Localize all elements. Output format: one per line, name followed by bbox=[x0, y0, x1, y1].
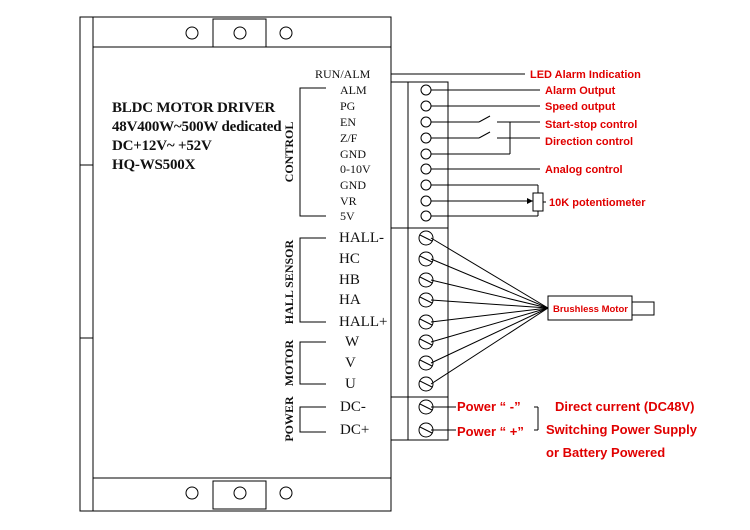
terminal-screw-icon bbox=[418, 399, 434, 415]
terminal-block bbox=[391, 81, 449, 441]
terminal-screw-icon bbox=[418, 230, 434, 246]
pin-label: HA bbox=[339, 292, 361, 308]
mount-hole-icon bbox=[279, 486, 293, 500]
terminal-screw-icon bbox=[420, 179, 432, 191]
terminal-screw-icon bbox=[418, 251, 434, 267]
external-wiring bbox=[391, 73, 549, 431]
terminal-screw-icon bbox=[420, 132, 432, 144]
title-line: 48V400W~500W dedicated bbox=[112, 119, 282, 135]
group-label-hall-sensor: HALL SENSOR bbox=[282, 239, 296, 324]
pin-label: PG bbox=[340, 99, 356, 113]
annotation-led-alarm: LED Alarm Indication bbox=[530, 69, 641, 81]
annotation-direction: Direction control bbox=[545, 136, 633, 148]
terminal-screw-icon bbox=[418, 292, 434, 308]
group-label-control: CONTROL bbox=[282, 122, 296, 183]
pin-label: HALL+ bbox=[339, 314, 387, 330]
terminal-screw-icon bbox=[420, 100, 432, 112]
pin-labels: ALMPGENZ/FGND0-10VGNDVR5VHALL-HCHBHAHALL… bbox=[339, 83, 387, 438]
terminal-screw-icon bbox=[418, 355, 434, 371]
terminal-screw-icon bbox=[420, 84, 432, 96]
pin-label: V bbox=[345, 355, 356, 371]
terminal-screw-icon bbox=[418, 272, 434, 288]
annotation-power-plus: Power “ +” bbox=[457, 424, 524, 439]
pin-label: HC bbox=[339, 251, 360, 267]
pin-label: 5V bbox=[340, 209, 355, 223]
annotation-battery: or Battery Powered bbox=[546, 445, 665, 460]
terminal-screw-icon bbox=[418, 334, 434, 350]
mount-hole-icon bbox=[233, 26, 247, 40]
terminal-screw-icon bbox=[418, 314, 434, 330]
terminal-screw-icon bbox=[418, 422, 434, 438]
title-line: HQ-WS500X bbox=[112, 157, 196, 173]
title-line: DC+12V~ +52V bbox=[112, 138, 212, 154]
pin-label: W bbox=[345, 334, 360, 350]
annotation-alarm-output: Alarm Output bbox=[545, 85, 616, 97]
pin-label: EN bbox=[340, 115, 356, 129]
terminal-screw-icon bbox=[420, 148, 432, 160]
terminal-screw-icon bbox=[418, 376, 434, 392]
potentiometer-icon bbox=[532, 192, 544, 212]
motor-label: Brushless Motor bbox=[553, 304, 628, 315]
mount-hole-icon bbox=[185, 486, 199, 500]
pin-label: HB bbox=[339, 272, 360, 288]
mount-hole-icon bbox=[185, 26, 199, 40]
terminal-screw-icon bbox=[420, 116, 432, 128]
terminal-screw-icon bbox=[420, 195, 432, 207]
driver-housing bbox=[79, 16, 392, 512]
group-label-power: POWER bbox=[282, 396, 296, 442]
annotation-start-stop: Start-stop control bbox=[545, 119, 637, 131]
annotation-switching-supply: Switching Power Supply bbox=[546, 422, 698, 437]
terminal-screw-icon bbox=[420, 210, 432, 222]
annotation-potentiometer: 10K potentiometer bbox=[549, 197, 646, 209]
group-brackets bbox=[299, 87, 326, 433]
annotation-analog: Analog control bbox=[545, 164, 623, 176]
title-line: BLDC MOTOR DRIVER bbox=[112, 100, 275, 116]
annotation-power-minus: Power “ -” bbox=[457, 399, 521, 414]
annotation-dc-current: Direct current (DC48V) bbox=[555, 399, 694, 414]
terminal-screw-icon bbox=[420, 163, 432, 175]
pin-label: DC- bbox=[340, 399, 366, 415]
brushless-motor: Brushless Motor bbox=[547, 295, 655, 321]
pin-label: Z/F bbox=[340, 131, 358, 145]
pin-label: U bbox=[345, 376, 356, 392]
pin-label: VR bbox=[340, 194, 357, 208]
annotation-speed-output: Speed output bbox=[545, 101, 616, 113]
pin-label: GND bbox=[340, 147, 366, 161]
pin-label: 0-10V bbox=[340, 162, 371, 176]
annotations: LED Alarm Indication Alarm Output Speed … bbox=[457, 69, 698, 460]
run-alm-label: RUN/ALM bbox=[315, 67, 371, 81]
pin-label: HALL- bbox=[339, 230, 384, 246]
driver-title: BLDC MOTOR DRIVER 48V400W~500W dedicated… bbox=[112, 100, 282, 173]
mount-hole-icon bbox=[279, 26, 293, 40]
group-label-motor: MOTOR bbox=[282, 339, 296, 386]
pin-label: DC+ bbox=[340, 422, 369, 438]
pin-label: GND bbox=[340, 178, 366, 192]
pin-label: ALM bbox=[340, 83, 367, 97]
mount-hole-icon bbox=[233, 486, 247, 500]
